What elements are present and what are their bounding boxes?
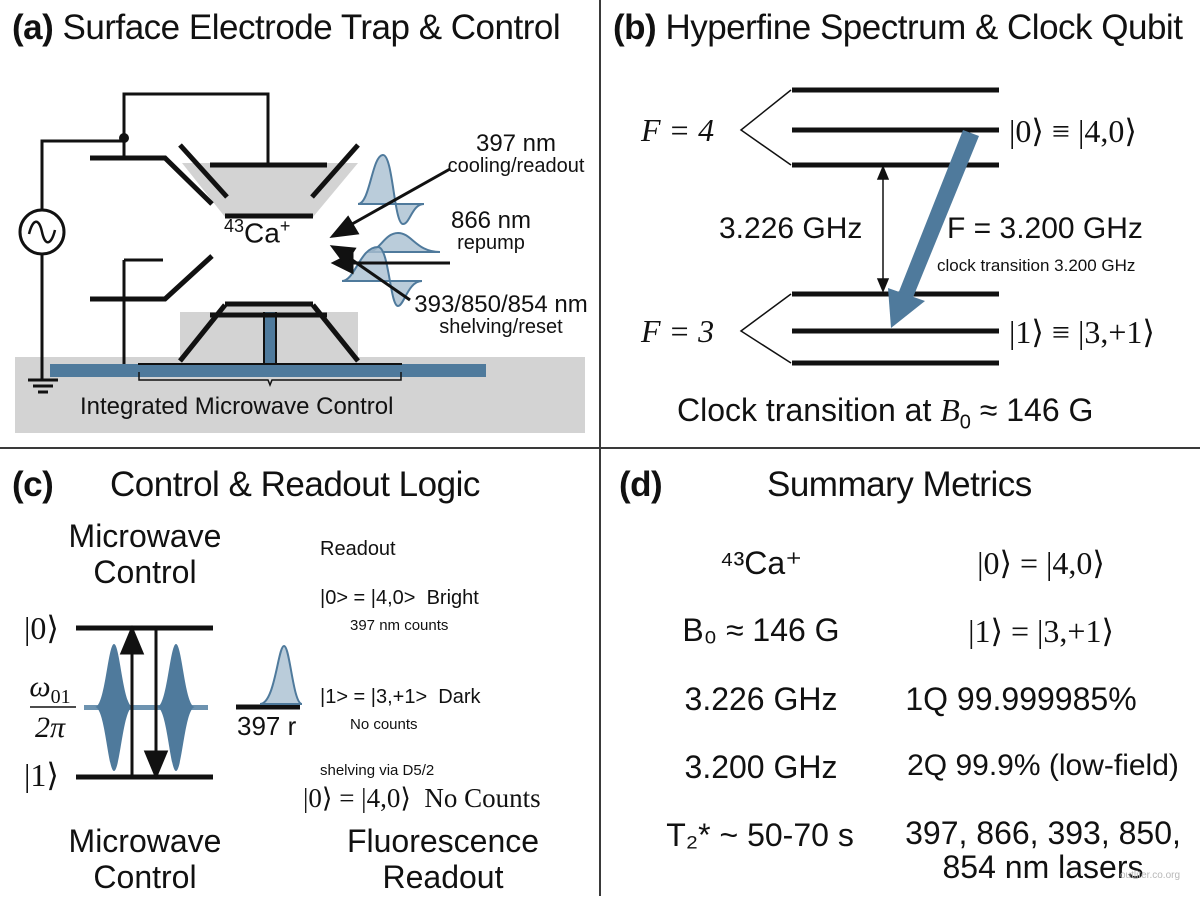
state1-label: |1⟩ ≡ |3,+1⟩ [1009,314,1155,350]
hyperfine-diagram [739,87,999,366]
fluorescence-readout-title: Fluorescence Readout [346,823,540,895]
metric-row: 3.200 GHz 2Q 99.9% (low-field) [601,749,1200,809]
metric-lasers: 397, 866, 393, 850, 854 nm lasers [905,815,1181,885]
metric-clock: 3.200 GHz [684,749,838,785]
watermark: outliter.co.org [1120,870,1181,881]
clock-frequency-label: F = 3.200 GHz [947,212,1143,245]
panel-divider-horizontal [0,447,1200,449]
bright-state: |0> = |4,0> Bright [320,587,479,609]
upper-electrode-body [182,163,358,217]
laser-866-label: 866 nm repump [450,207,532,255]
panel-a-title-text: Surface Electrode Trap & Control [62,8,561,47]
hyperfine-splitting-label: 3.226 GHz [719,212,863,245]
panel-a: (a) Surface Electrode Trap & Control [0,0,599,447]
panel-d-title: (d) [619,465,663,505]
ket0-label: |0⟩ [24,610,59,646]
metric-2q-fidelity: 2Q 99.9% (low-field) [907,749,1179,782]
laser-393-label: 393/850/854 nm shelving/reset [414,291,588,339]
laser-397-label: 397 r [237,711,297,741]
mw-control-title-top: Microwave Control [68,518,222,590]
panel-a-title: (a) Surface Electrode Trap & Control [12,8,561,48]
control-diagram [30,625,303,780]
metric-row: 3.226 GHz 1Q 99.999985% [601,681,1200,741]
metric-state0: |0⟩ = |4,0⟩ [977,545,1105,581]
microwave-stripline [50,364,486,377]
microwave-pulses [84,644,208,771]
metric-row: ⁴³Ca⁺ |0⟩ = |4,0⟩ [601,544,1200,604]
f3-label: F = 3 [641,313,715,349]
trap-schematic [15,92,585,433]
laser-pulse-393 [341,245,423,308]
shelved-state-line: |0⟩ = |4,0⟩ No Counts [303,783,541,813]
metric-coherence: T₂* ~ 50-70 s [666,817,854,853]
panel-d-title-text: Summary Metrics [767,465,1032,504]
readout-heading: Readout [320,538,396,560]
laser-397-label: 397 nm cooling/readout [447,130,585,177]
panel-b: (b) Hyperfine Spectrum & Clock Qubit F =… [601,0,1200,447]
dark-state: |1> = |3,+1> Dark [320,686,481,708]
frequency-fraction: ω01 2π [29,670,71,744]
panel-b-title-text: Hyperfine Spectrum & Clock Qubit [665,8,1183,47]
readout-laser-pulse [259,644,303,705]
lower-left-electrode [90,254,214,302]
metric-isotope: ⁴³Ca⁺ [719,545,803,581]
upper-left-electrode [90,155,214,206]
mw-control-title-bottom: Microwave Control [68,823,222,895]
metric-hyperfine: 3.226 GHz [684,681,838,717]
f4-label: F = 4 [641,112,715,148]
microwave-feed [265,312,275,367]
panel-b-label: (b) [613,8,657,47]
panel-d-label: (d) [619,465,663,504]
clock-footer: Clock transition at B0 ≈ 146 G [677,392,1094,434]
panel-c-title-text: Control & Readout Logic [110,465,480,504]
clock-transition-arrow [888,130,979,328]
panel-c-title: (c) [12,465,54,505]
panel-b-title: (b) Hyperfine Spectrum & Clock Qubit [613,8,1183,48]
panel-c-label: (c) [12,465,54,504]
metric-row: B₀ ≈ 146 G |1⟩ = |3,+1⟩ [601,612,1200,672]
state0-label: |0⟩ ≡ |4,0⟩ [1009,113,1137,149]
laser-pulse-397 [357,153,425,226]
substrate-label: Integrated Microwave Control [80,393,394,420]
metric-field: B₀ ≈ 146 G [682,612,840,648]
metric-state1: |1⟩ = |3,+1⟩ [968,613,1114,649]
bright-note: 397 nm counts [350,617,449,634]
dark-note: No counts [350,716,418,733]
clock-note: clock transition 3.200 GHz [937,256,1136,275]
ion-label: 43Ca+ [224,216,291,249]
brace [138,372,402,388]
panel-a-label: (a) [12,8,54,47]
ket1-label: |1⟩ [24,757,59,793]
panel-c: (c) Control & Readout Logic Microwave Co… [0,449,599,896]
metric-row: T₂* ~ 50-70 s 397, 866, 393, 850, 854 nm… [601,815,1200,897]
panel-d: (d) Summary Metrics ⁴³Ca⁺ |0⟩ = |4,0⟩ B₀… [601,449,1200,896]
ac-source-icon [18,208,66,256]
metric-1q-fidelity: 1Q 99.999985% [905,681,1137,717]
shelving-note: shelving via D5/2 [320,762,435,779]
